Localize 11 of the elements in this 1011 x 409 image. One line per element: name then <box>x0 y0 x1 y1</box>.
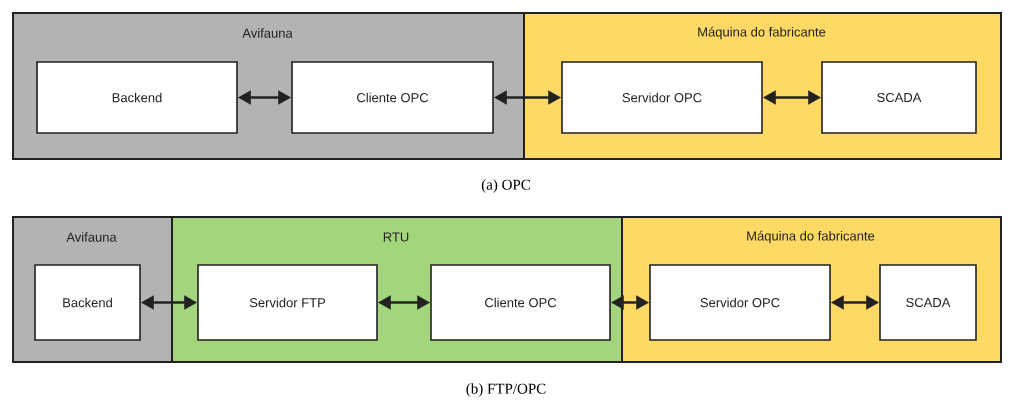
process-box: SCADA <box>821 61 977 134</box>
process-box: Servidor OPC <box>561 61 763 134</box>
process-box: Backend <box>34 264 141 341</box>
process-box: Cliente OPC <box>291 61 494 134</box>
process-box: Servidor OPC <box>649 264 831 341</box>
process-box: Backend <box>36 61 238 134</box>
process-box: Servidor FTP <box>197 264 378 341</box>
figure-caption: (b) FTP/OPC <box>466 383 546 397</box>
figure-caption: (a) OPC <box>481 179 530 193</box>
process-box: Cliente OPC <box>430 264 611 341</box>
process-box: SCADA <box>879 264 977 341</box>
